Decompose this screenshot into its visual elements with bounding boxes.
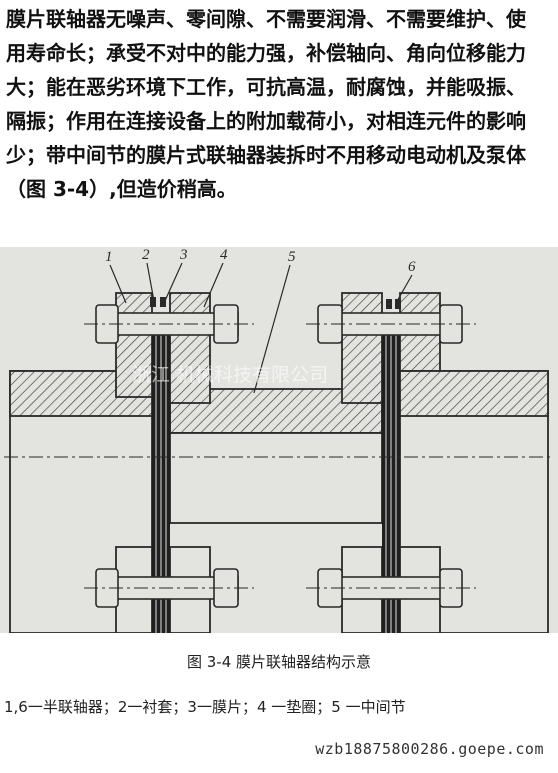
bushing-left [150,297,156,307]
centerlines [4,323,554,589]
leader-line-1 [109,264,127,304]
washer-left [160,297,166,307]
leader-line-5 [253,264,291,394]
source-url: wzb18875800286.goepe.com [315,740,544,758]
part-label: 5 [288,249,296,265]
leader-line-4 [203,262,224,308]
spacer-body [169,432,383,524]
leader-lines [109,262,413,394]
body-paragraph: 膜片联轴器无噪声、零间隙、不需要润滑、不需要维护、使 用寿命长；承受不对中的能力… [6,2,554,206]
figure-caption: 图 3-4 膜片联轴器结构示意 [186,653,372,671]
leader-line-6 [395,274,413,304]
part-label: 2 [142,247,150,263]
figure-legend: 1,6一半联轴器；2一衬套；3一膜片；4 一垫圈；5 一中间节 [4,698,406,716]
part-label: 6 [408,259,416,275]
leader-line-2 [146,262,155,302]
part-label: 3 [179,247,188,263]
paragraph-line: 隔振；作用在连接设备上的附加载荷小，对相连元件的影响 [6,109,526,133]
paragraph-line: 少；带中间节的膜片式联轴器装拆时不用移动电动机及泵体 [6,143,526,167]
paragraph-line: （图 3-4）,但造价稍高。 [6,177,237,201]
watermark-text: 浙江 机械科技有限公司 [132,364,328,386]
spacer-left-flange [169,292,211,404]
spacer-right-flange [341,292,383,404]
bushings-washers [150,297,401,309]
part-label: 4 [220,247,228,263]
coupling-diagram: 1 2 3 4 5 6 浙江 机械科技有限公司 [0,247,558,633]
paragraph-line: 用寿命长；承受不对中的能力强，补偿轴向、角向位移能力 [6,41,526,65]
bushing-right [386,299,392,309]
washer-right [395,299,401,309]
paragraph-line: 大；能在恶劣环境下工作，可抗高温，耐腐蚀，并能吸振、 [6,75,526,99]
left-flange-upper [115,292,153,398]
leader-line-3 [163,262,183,304]
part-label: 1 [105,249,113,265]
paragraph-line: 膜片联轴器无噪声、零间隙、不需要润滑、不需要维护、使 [6,7,526,31]
part-labels: 1 2 3 4 5 6 [105,247,416,275]
coupling-drawing: 1 2 3 4 5 6 浙江 机械科技有限公司 [0,247,558,633]
right-hub-hatched-section [399,370,549,417]
